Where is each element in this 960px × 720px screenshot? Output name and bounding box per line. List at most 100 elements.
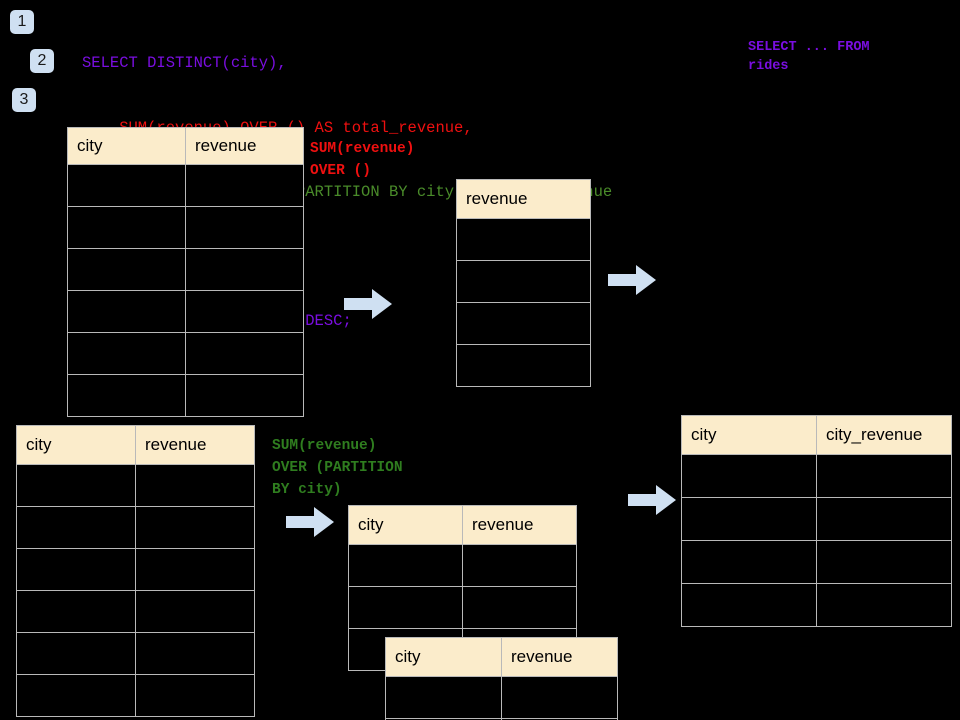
table-cell (67, 290, 186, 333)
table-cell (681, 454, 817, 498)
table-row (16, 464, 255, 507)
table-cell (67, 164, 186, 207)
table-row (456, 302, 591, 345)
table-row (16, 632, 255, 675)
table-cell (185, 374, 304, 417)
sql-line-select: SELECT DISTINCT(city), (82, 54, 287, 72)
table-row (16, 590, 255, 633)
table-row (681, 583, 952, 627)
sql-note-select-from-rides: SELECT ... FROM rides (748, 40, 870, 74)
table-cell (16, 674, 136, 717)
table-cell (16, 506, 136, 549)
table-cell (816, 583, 952, 627)
step-badge-2: 2 (30, 49, 54, 73)
column-header-city: city (348, 505, 463, 545)
table-cell (185, 290, 304, 333)
table-cell (816, 497, 952, 541)
column-header-city: city (385, 637, 502, 677)
column-header-city: city (681, 415, 817, 455)
table-header-row: city revenue (385, 637, 618, 677)
table-cell (462, 544, 577, 587)
table-row (16, 674, 255, 717)
table-header-row: city revenue (67, 127, 304, 165)
table-cell (501, 676, 618, 719)
table-cell (348, 544, 463, 587)
column-header-revenue: revenue (135, 425, 255, 465)
column-header-city: city (67, 127, 186, 165)
table-cell (67, 248, 186, 291)
column-header-revenue: revenue (462, 505, 577, 545)
table-row (67, 290, 304, 333)
table-cell (185, 248, 304, 291)
arrow-total-revenue-to-result (608, 265, 656, 295)
table-cell (681, 497, 817, 541)
table-row (681, 454, 952, 498)
table-row (456, 344, 591, 387)
table-cell (67, 374, 186, 417)
table-row (385, 718, 618, 720)
table-row (67, 206, 304, 249)
table-cell (16, 632, 136, 675)
arrow-rides-to-total-revenue (344, 289, 392, 319)
table-cell (816, 454, 952, 498)
arrow-rides-to-partitions (286, 507, 334, 537)
table-cell (681, 540, 817, 584)
table-cell (135, 548, 255, 591)
table-header-row: city city_revenue (681, 415, 952, 455)
table-row (67, 248, 304, 291)
table-cell (135, 590, 255, 633)
total-revenue-table: revenue (456, 179, 591, 387)
table-row (348, 586, 577, 629)
table-cell (16, 590, 136, 633)
result-table: city city_revenue (681, 415, 952, 627)
table-cell (185, 206, 304, 249)
step-badge-3: 3 (12, 88, 36, 112)
table-header-row: revenue (456, 179, 591, 219)
column-header-city-revenue: city_revenue (816, 415, 952, 455)
table-cell (67, 206, 186, 249)
table-cell (456, 344, 591, 387)
table-cell (681, 583, 817, 627)
table-cell (16, 464, 136, 507)
table-cell (135, 674, 255, 717)
table-row (16, 548, 255, 591)
arrow-partitions-to-result (628, 485, 676, 515)
table-header-row: city revenue (348, 505, 577, 545)
table-row (681, 540, 952, 584)
partition-group-table-a: city revenue (348, 505, 577, 671)
table-row (67, 332, 304, 375)
table-row (456, 218, 591, 261)
step-badge-1: 1 (10, 10, 34, 34)
table-row (16, 506, 255, 549)
table-row (681, 497, 952, 541)
column-header-city: city (16, 425, 136, 465)
partition-group-table-b: city revenue (385, 637, 618, 720)
table-cell (816, 540, 952, 584)
table-row (385, 676, 618, 719)
table-cell (135, 464, 255, 507)
table-cell (456, 218, 591, 261)
table-row (456, 260, 591, 303)
table-cell (348, 586, 463, 629)
table-cell (501, 718, 618, 720)
annotation-total-revenue: SUM(revenue) OVER () (310, 141, 415, 179)
rides-source-table: city revenue (67, 127, 304, 417)
rides-source-table-partitioned: city revenue (16, 425, 255, 717)
table-cell (185, 164, 304, 207)
table-row (67, 374, 304, 417)
table-cell (67, 332, 186, 375)
annotation-city-revenue: SUM(revenue) OVER (PARTITION BY city) (272, 438, 403, 498)
table-cell (135, 506, 255, 549)
table-cell (135, 632, 255, 675)
table-cell (185, 332, 304, 375)
column-header-revenue: revenue (456, 179, 591, 219)
table-row (67, 164, 304, 207)
table-cell (385, 676, 502, 719)
column-header-revenue: revenue (501, 637, 618, 677)
table-cell (16, 548, 136, 591)
table-cell (456, 302, 591, 345)
table-header-row: city revenue (16, 425, 255, 465)
column-header-revenue: revenue (185, 127, 304, 165)
table-cell (462, 586, 577, 629)
